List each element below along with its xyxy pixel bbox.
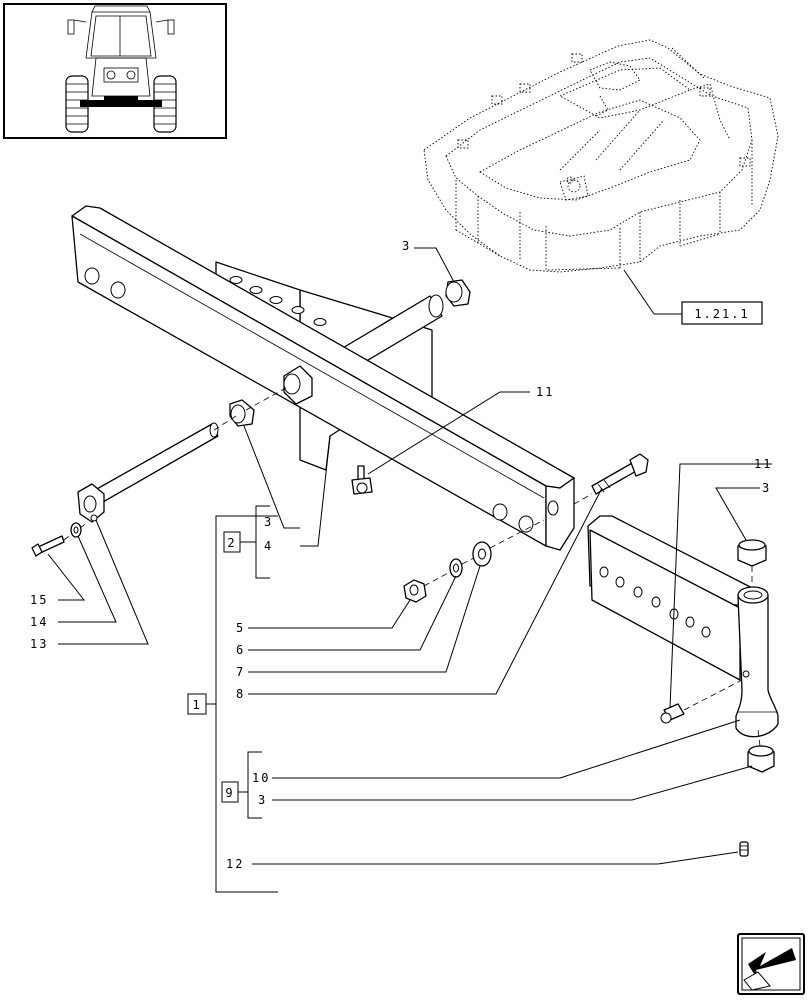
washer-14 bbox=[70, 522, 82, 538]
tractor-thumbnail-icon bbox=[3, 3, 227, 139]
nut-5 bbox=[403, 579, 427, 603]
callout-5: 5 bbox=[236, 621, 245, 635]
washer-6 bbox=[449, 558, 463, 578]
grease-nipple-left bbox=[351, 465, 373, 495]
callout-6: 6 bbox=[236, 643, 245, 657]
svg-text:2: 2 bbox=[227, 536, 236, 550]
callout-4: 4 bbox=[264, 539, 273, 553]
callout-3-top: 3 bbox=[402, 239, 411, 253]
grease-nipple-right bbox=[660, 703, 685, 724]
callout-12: 12 bbox=[226, 857, 244, 871]
callout-brackets bbox=[206, 505, 278, 893]
axle-beam bbox=[71, 205, 575, 551]
grub-screw-12 bbox=[739, 841, 749, 857]
callout-11-left: 11 bbox=[536, 385, 554, 399]
callout-3-left: 3 bbox=[264, 515, 273, 529]
callout-11-right: 11 bbox=[754, 457, 772, 471]
reference-label: 1.21.1 bbox=[694, 307, 749, 321]
callout-15: 15 bbox=[30, 593, 48, 607]
bushing-right-top bbox=[737, 539, 767, 567]
callout-10: 10 bbox=[252, 771, 270, 785]
next-page-arrow-icon[interactable] bbox=[737, 933, 805, 995]
bolt-8 bbox=[591, 453, 649, 495]
callout-3-right-bottom: 3 bbox=[258, 793, 267, 807]
callout-3-right-top: 3 bbox=[762, 481, 771, 495]
bushing-top bbox=[445, 279, 471, 307]
leader-lines bbox=[47, 247, 772, 865]
callout-labels: 3 11 3 4 15 14 13 5 6 7 8 11 3 10 3 12 bbox=[30, 239, 772, 871]
callout-8: 8 bbox=[236, 687, 245, 701]
callout-box-9[interactable]: 9 bbox=[221, 781, 239, 803]
callout-13: 13 bbox=[30, 637, 48, 651]
callout-7: 7 bbox=[236, 665, 245, 679]
bolt-15 bbox=[31, 535, 65, 557]
callout-box-2[interactable]: 2 bbox=[223, 531, 241, 553]
callout-14: 14 bbox=[30, 615, 48, 629]
bushing-right-bottom bbox=[747, 745, 775, 773]
svg-text:1: 1 bbox=[192, 698, 201, 712]
callout-box-1[interactable]: 1 bbox=[187, 693, 207, 715]
washer-7 bbox=[472, 541, 492, 567]
bushing-left bbox=[229, 399, 255, 427]
svg-text:9: 9 bbox=[225, 786, 234, 800]
support-frame bbox=[423, 39, 779, 273]
long-pin bbox=[77, 422, 219, 523]
axle-arm bbox=[587, 515, 779, 738]
reference-box[interactable]: 1.21.1 bbox=[623, 269, 763, 325]
